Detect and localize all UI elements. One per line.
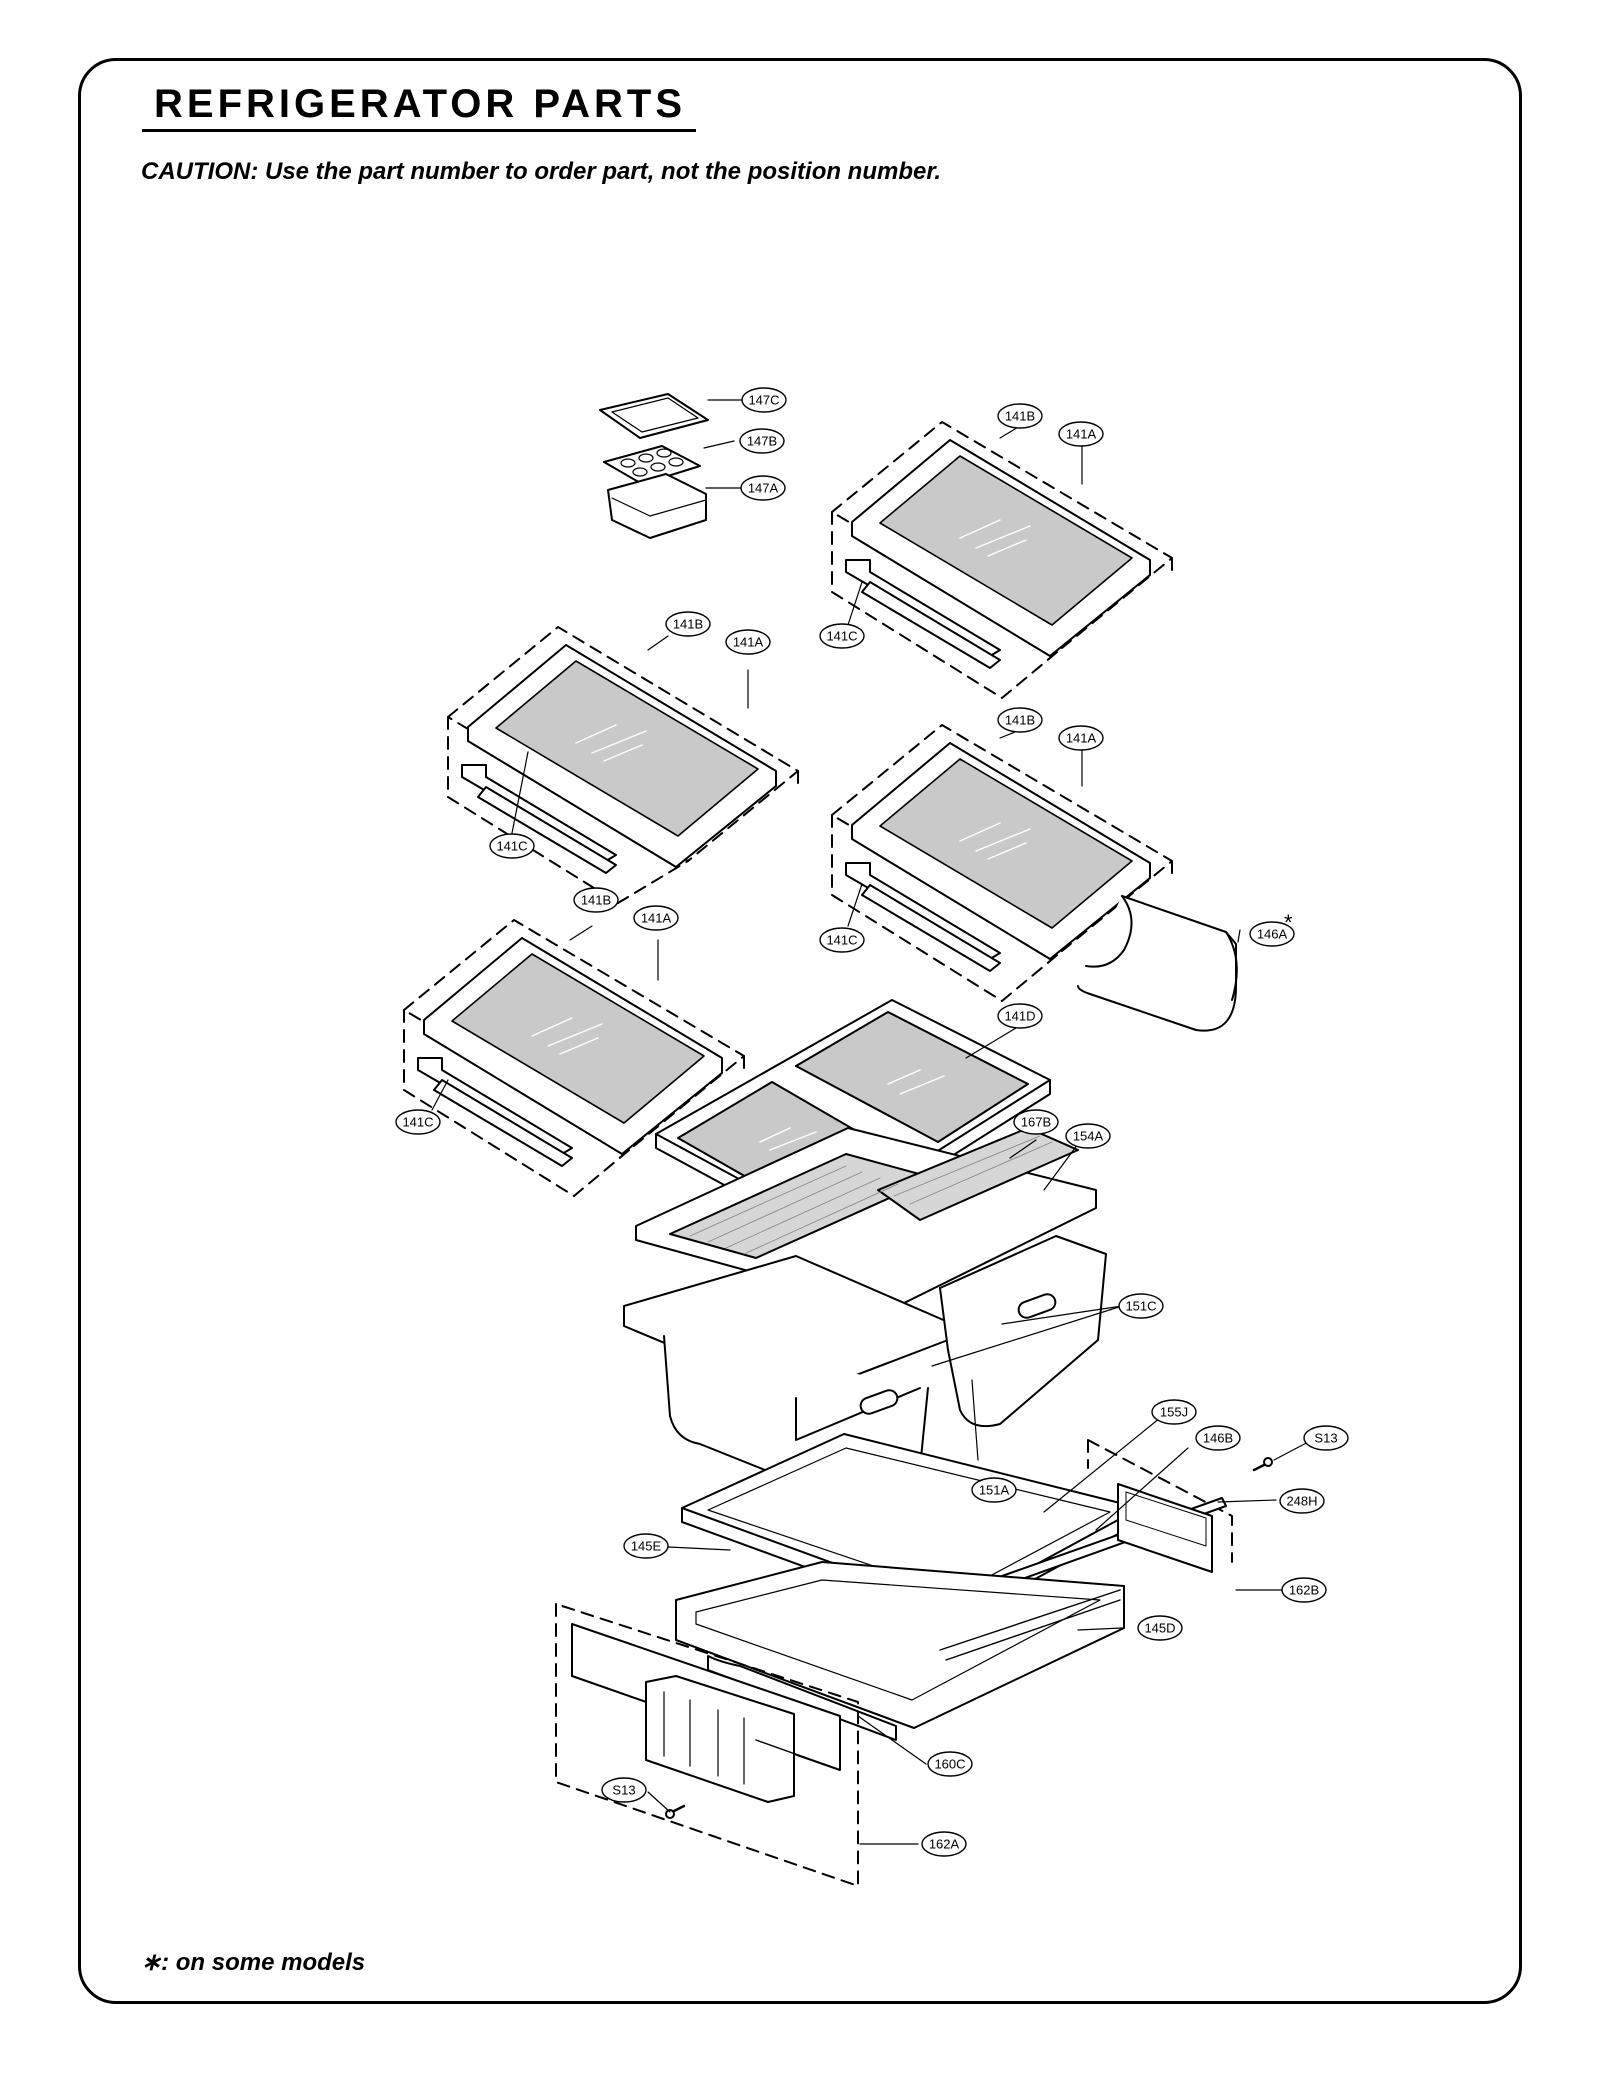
asterisk-mark: *: [1284, 910, 1293, 935]
callout-label: 146A: [1257, 927, 1288, 942]
callout-label: 145D: [1144, 1621, 1175, 1636]
callout-label: S13: [612, 1783, 635, 1798]
callout-labels: 147C 147B 147A 141B 141A 141C 141B 141A 141C 141B…: [395, 387, 1349, 1857]
callout-label: 162A: [929, 1837, 960, 1852]
callout-label: 248H: [1286, 1494, 1317, 1509]
callout-154a: 154A: [1065, 1123, 1111, 1149]
shelf-assembly-2: [447, 626, 799, 904]
callout-label: 151A: [979, 1483, 1010, 1498]
callout-151c: 151C: [1118, 1293, 1164, 1319]
callout-141c: 141C: [819, 623, 865, 649]
callout-147a: 147A: [740, 475, 786, 501]
callout-label: 141B: [1005, 713, 1035, 728]
callout-s13: S13: [1303, 1425, 1349, 1451]
footnote: ∗: on some models: [141, 1949, 366, 1976]
callout-label: 154A: [1073, 1129, 1104, 1144]
callout-label: 151C: [1125, 1299, 1156, 1314]
callout-label: 141A: [1066, 731, 1097, 746]
callout-label: 141C: [496, 839, 527, 854]
callout-141c: 141C: [819, 927, 865, 953]
callout-146a: 146A: [1249, 921, 1295, 947]
page-title: REFRIGERATOR PARTS: [142, 82, 697, 132]
callout-label: 141B: [1005, 409, 1035, 424]
page-frame: [78, 58, 1522, 2004]
callout-151a: 151A: [971, 1477, 1017, 1503]
leader-lines: [431, 399, 1313, 1845]
shelf-assembly-4: [403, 919, 745, 1197]
callout-s13: S13: [601, 1777, 647, 1803]
callout-label: 160C: [934, 1757, 965, 1772]
callout-141b: 141B: [573, 887, 619, 913]
callout-label: 147B: [747, 434, 777, 449]
callout-146b: 146B: [1195, 1425, 1241, 1451]
callout-155j: 155J: [1151, 1399, 1197, 1425]
callout-141b: 141B: [997, 403, 1043, 429]
callout-label: 162B: [1289, 1583, 1319, 1598]
callout-145d: 145D: [1137, 1615, 1183, 1641]
callout-label: 147A: [748, 481, 779, 496]
callout-141a: 141A: [1058, 421, 1104, 447]
callout-label: 167B: [1021, 1115, 1051, 1130]
callout-141c: 141C: [395, 1109, 441, 1135]
callout-248h: 248H: [1279, 1488, 1325, 1514]
callout-label: 141C: [402, 1115, 433, 1130]
shelf-guard-146a: [1077, 895, 1238, 1032]
callout-label: 155J: [1160, 1405, 1188, 1420]
callout-141a: 141A: [1058, 725, 1104, 751]
callout-label: 141A: [641, 911, 672, 926]
callout-167b: 167B: [1013, 1109, 1059, 1135]
callout-label: 141A: [1066, 427, 1097, 442]
shelf-assembly-3: [831, 724, 1173, 1002]
callout-147b: 147B: [739, 428, 785, 454]
crisper-frame-154a: [635, 1127, 1097, 1311]
egg-tray-assembly: [599, 393, 709, 539]
callout-label: 145E: [631, 1539, 662, 1554]
callout-label: 141B: [581, 893, 611, 908]
callout-label: 141C: [826, 933, 857, 948]
shelf-assembly-1: [831, 421, 1173, 699]
callout-141c: 141C: [489, 833, 535, 859]
callout-label: 141A: [733, 635, 764, 650]
caution-note: CAUTION: Use the part number to order pa…: [141, 158, 942, 185]
callout-145e: 145E: [623, 1533, 669, 1559]
callout-162b: 162B: [1281, 1577, 1327, 1603]
callout-label: S13: [1314, 1431, 1337, 1446]
callout-141d: 141D: [997, 1003, 1043, 1029]
callout-141b: 141B: [997, 707, 1043, 733]
drawer-pan-145d: [675, 1561, 1125, 1741]
callout-162a: 162A: [921, 1831, 967, 1857]
rail-assembly-162b: [1001, 1439, 1233, 1585]
drawer-front-162a: [555, 1603, 859, 1887]
callout-160c: 160C: [927, 1751, 973, 1777]
callout-label: 141C: [826, 629, 857, 644]
callout-141a: 141A: [633, 905, 679, 931]
callout-label: 141D: [1004, 1009, 1035, 1024]
callout-147c: 147C: [741, 387, 787, 413]
callout-141b: 141B: [665, 611, 711, 637]
callout-label: 147C: [748, 393, 779, 408]
callout-label: 146B: [1203, 1431, 1233, 1446]
callout-141a: 141A: [725, 629, 771, 655]
callout-label: 141B: [673, 617, 703, 632]
screws-s13: [665, 1457, 1273, 1819]
